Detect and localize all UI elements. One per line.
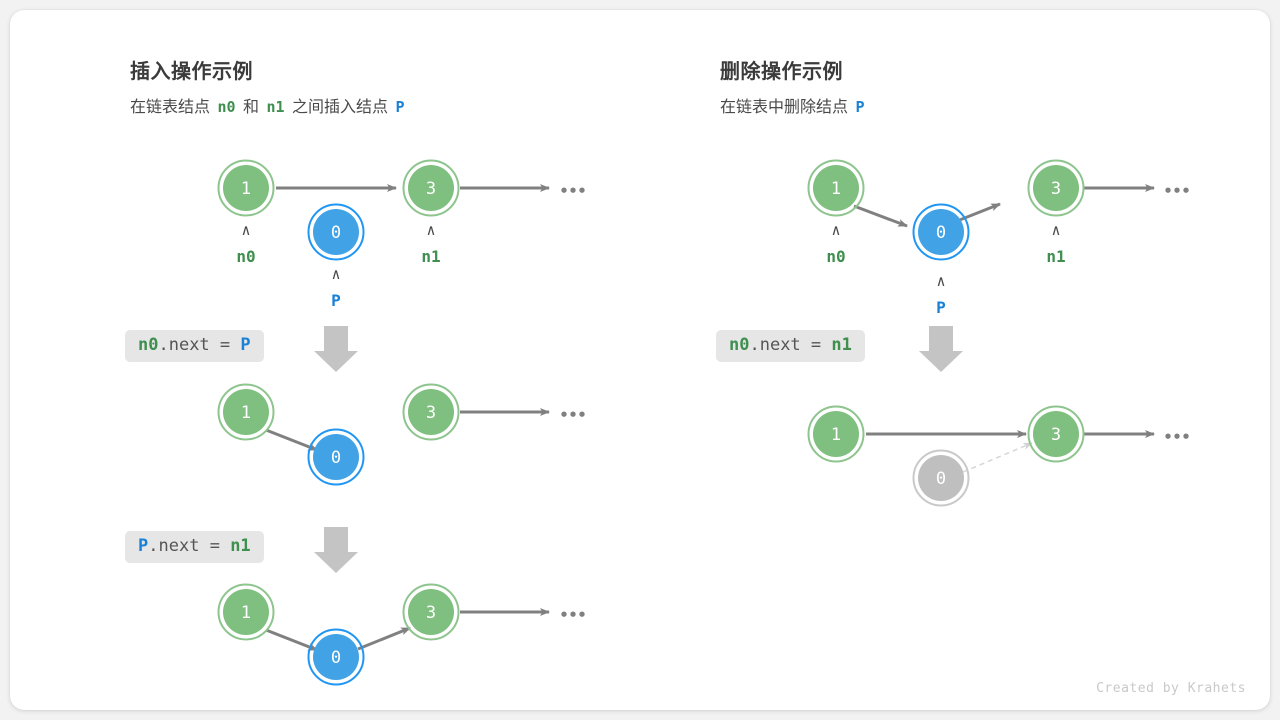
pointer-label-p: P	[331, 291, 341, 310]
link-n0-p	[265, 628, 318, 652]
deletion-step1-down-arrow-icon	[919, 326, 963, 372]
insertion-step2-target: P	[138, 536, 149, 556]
caret-n1-icon: ∧	[426, 221, 435, 239]
node-n1: 3	[402, 159, 460, 217]
link-p-n1	[357, 626, 411, 651]
node-p-value: 0	[936, 223, 946, 243]
insertion-step1-equals: =	[219, 335, 231, 355]
pointer-label-n0: n0	[826, 247, 845, 266]
deletion-subtitle: 在链表中删除结点 P	[720, 93, 868, 117]
insertion-row-step1: ••• 1 0 3	[217, 383, 587, 486]
credit-text: Created by Krahets	[1096, 681, 1246, 696]
link-n0-p	[853, 204, 908, 228]
node-n0-value: 1	[241, 179, 251, 199]
ellipsis: •••	[559, 182, 586, 200]
caret-p-icon: ∧	[936, 272, 945, 290]
pointer-label-n1: n1	[1046, 247, 1065, 266]
caret-p-icon: ∧	[331, 265, 340, 283]
insertion-subtitle-n0: n0	[217, 98, 236, 116]
node-deleted-p-value: 0	[936, 469, 946, 489]
deletion-step1-target: n0	[729, 335, 750, 355]
node-p: 0	[307, 628, 365, 686]
deletion-title: 删除操作示例	[720, 61, 843, 83]
node-n0-value: 1	[241, 603, 251, 623]
node-p: 0	[912, 203, 970, 261]
deletion-step1-property: .next	[749, 335, 801, 355]
deletion-example-panel: 删除操作示例 在链表中删除结点 P n0.next = n1 •••	[640, 10, 1270, 710]
node-n1: 3	[1027, 405, 1085, 463]
insertion-step2-value: n1	[230, 536, 251, 556]
node-n1: 3	[402, 383, 460, 441]
insertion-step2-equals: =	[209, 536, 220, 556]
step2-down-arrow-icon	[314, 527, 358, 573]
node-n0-value: 1	[831, 425, 841, 445]
insertion-example-panel: 插入操作示例 在链表结点 n0 和 n1 之间插入结点 P n0.next = …	[10, 10, 640, 710]
insertion-step1-code: n0.next = P	[125, 330, 264, 362]
insertion-subtitle-suffix: 之间插入结点	[291, 99, 388, 116]
deletion-step1-equals: =	[810, 335, 822, 355]
insertion-step2-property: .next	[148, 536, 200, 556]
node-p: 0	[307, 428, 365, 486]
node-n0: 1	[217, 583, 275, 641]
node-p-value: 0	[331, 223, 341, 243]
deletion-subtitle-prefix: 在链表中删除结点	[720, 99, 849, 116]
insertion-subtitle: 在链表结点 n0 和 n1 之间插入结点 P	[130, 93, 407, 117]
node-n1-value: 3	[426, 403, 436, 423]
node-n0: 1	[807, 159, 865, 217]
deletion-subtitle-p: P	[855, 98, 865, 116]
insertion-subtitle-n1: n1	[266, 98, 285, 116]
deletion-row-result: ••• 1 0 3	[807, 405, 1191, 507]
ellipsis: •••	[1163, 182, 1190, 200]
caret-n0-icon: ∧	[241, 221, 250, 239]
caret-n0-icon: ∧	[831, 221, 840, 239]
insertion-title: 插入操作示例	[130, 61, 253, 83]
deletion-diagram: ••• 1 ∧ n0 0 ∧ P	[807, 159, 1191, 507]
insertion-subtitle-middle: 和	[242, 99, 259, 116]
node-n0: 1	[217, 383, 275, 441]
insertion-subtitle-p: P	[395, 98, 405, 116]
caret-n1-icon: ∧	[1051, 221, 1060, 239]
node-n1-value: 3	[1051, 425, 1061, 445]
link-n0-p	[265, 428, 318, 452]
node-n1: 3	[1027, 159, 1085, 217]
node-deleted-p: 0	[912, 449, 970, 507]
insertion-diagram: ••• 1 ∧ n0 0 ∧ P	[217, 159, 587, 686]
link-deleted-p-n1	[962, 442, 1033, 473]
node-p: 0	[307, 203, 365, 261]
deletion-row-initial: ••• 1 ∧ n0 0 ∧ P	[807, 159, 1191, 317]
insertion-step1-value: P	[240, 335, 251, 355]
ellipsis: •••	[1163, 428, 1190, 446]
ellipsis: •••	[559, 406, 586, 424]
diagram-card: 插入操作示例 在链表结点 n0 和 n1 之间插入结点 P n0.next = …	[10, 10, 1270, 710]
insertion-row-step2: ••• 1 0 3	[217, 583, 587, 686]
node-n1-value: 3	[1051, 179, 1061, 199]
node-n0: 1	[217, 159, 275, 217]
insertion-subtitle-prefix: 在链表结点	[130, 99, 211, 116]
node-n0-value: 1	[831, 179, 841, 199]
deletion-step1-code: n0.next = n1	[716, 330, 865, 362]
node-p-value: 0	[331, 648, 341, 668]
step1-down-arrow-icon	[314, 326, 358, 372]
node-n0-value: 1	[241, 403, 251, 423]
node-n1: 3	[402, 583, 460, 641]
insertion-step1-target: n0	[138, 335, 159, 355]
insertion-step2-code: P.next = n1	[125, 531, 264, 563]
node-n1-value: 3	[426, 603, 436, 623]
deletion-step1-value: n1	[831, 335, 852, 355]
insertion-step1-property: .next	[158, 335, 210, 355]
node-n1-value: 3	[426, 179, 436, 199]
pointer-label-n1: n1	[421, 247, 440, 266]
node-n0: 1	[807, 405, 865, 463]
insertion-row-initial: ••• 1 ∧ n0 0 ∧ P	[217, 159, 587, 310]
node-p-value: 0	[331, 448, 341, 468]
ellipsis: •••	[559, 606, 586, 624]
pointer-label-p: P	[936, 298, 946, 317]
pointer-label-n0: n0	[236, 247, 255, 266]
